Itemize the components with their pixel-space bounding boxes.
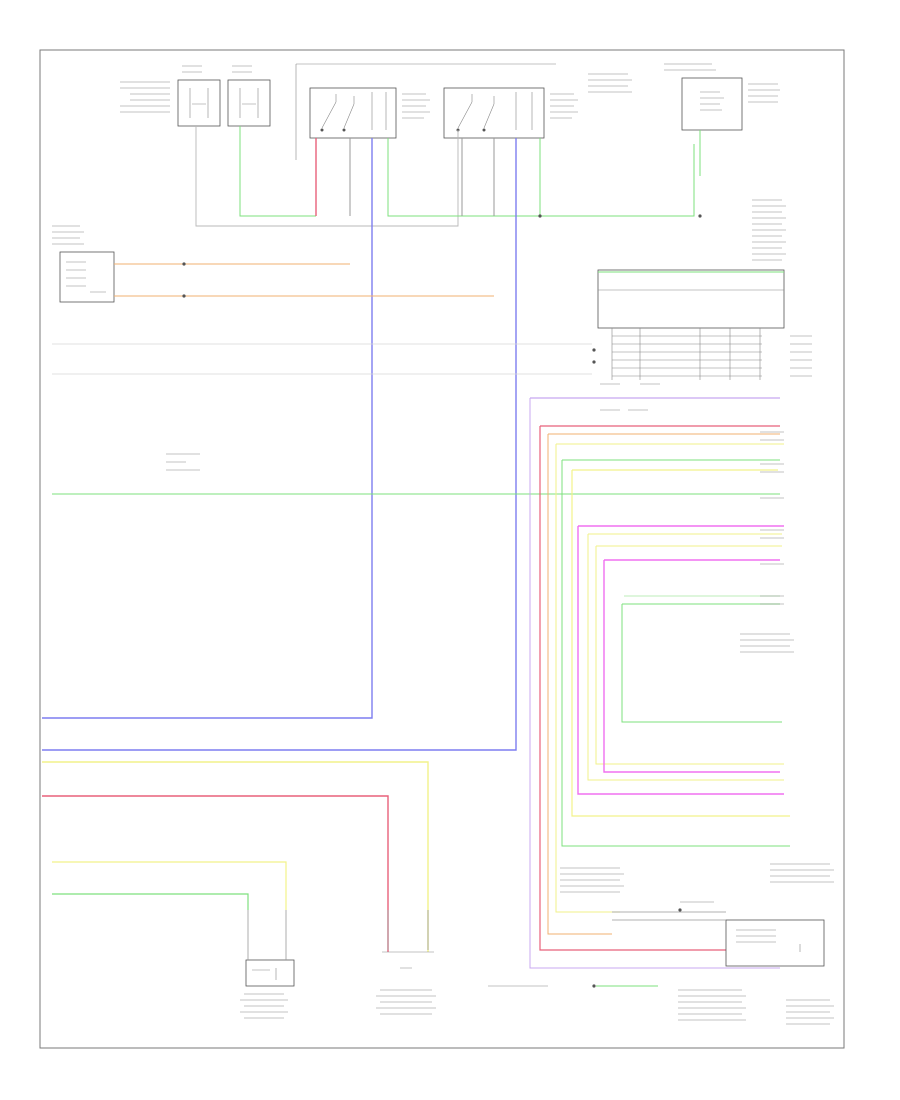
splice-points bbox=[182, 214, 702, 988]
sensor-bottom-left bbox=[245, 910, 295, 987]
relay-2 bbox=[227, 79, 271, 127]
sensor-left bbox=[59, 251, 115, 303]
sensor-left-wiring bbox=[114, 263, 494, 297]
legend-text bbox=[166, 453, 200, 471]
sensor-bottom-mid-text bbox=[376, 967, 436, 1015]
switch-1 bbox=[309, 87, 397, 139]
relay-labels bbox=[120, 65, 252, 113]
sensor-left-text bbox=[52, 225, 84, 245]
relay-1 bbox=[177, 79, 221, 127]
switch-2 bbox=[443, 87, 545, 139]
right-bus-wiring bbox=[529, 397, 800, 969]
right-bus-text bbox=[600, 383, 794, 653]
switch-1-text bbox=[402, 93, 430, 119]
ecu-bottom-right bbox=[612, 911, 825, 967]
top-wiring bbox=[42, 126, 701, 751]
ecu-bottom-right-text bbox=[560, 863, 834, 1025]
diagram-frame bbox=[39, 49, 845, 1049]
module-top-right bbox=[681, 77, 743, 131]
sensor-bottom-mid bbox=[382, 910, 434, 953]
sensor-bottom-left-text bbox=[240, 993, 288, 1019]
left-signal-wiring bbox=[42, 343, 780, 952]
connector-table-text bbox=[752, 199, 812, 377]
module-top-right-text bbox=[664, 63, 780, 103]
connector-table bbox=[597, 269, 785, 380]
switch-2-text bbox=[550, 73, 632, 119]
power-bus bbox=[295, 63, 556, 160]
